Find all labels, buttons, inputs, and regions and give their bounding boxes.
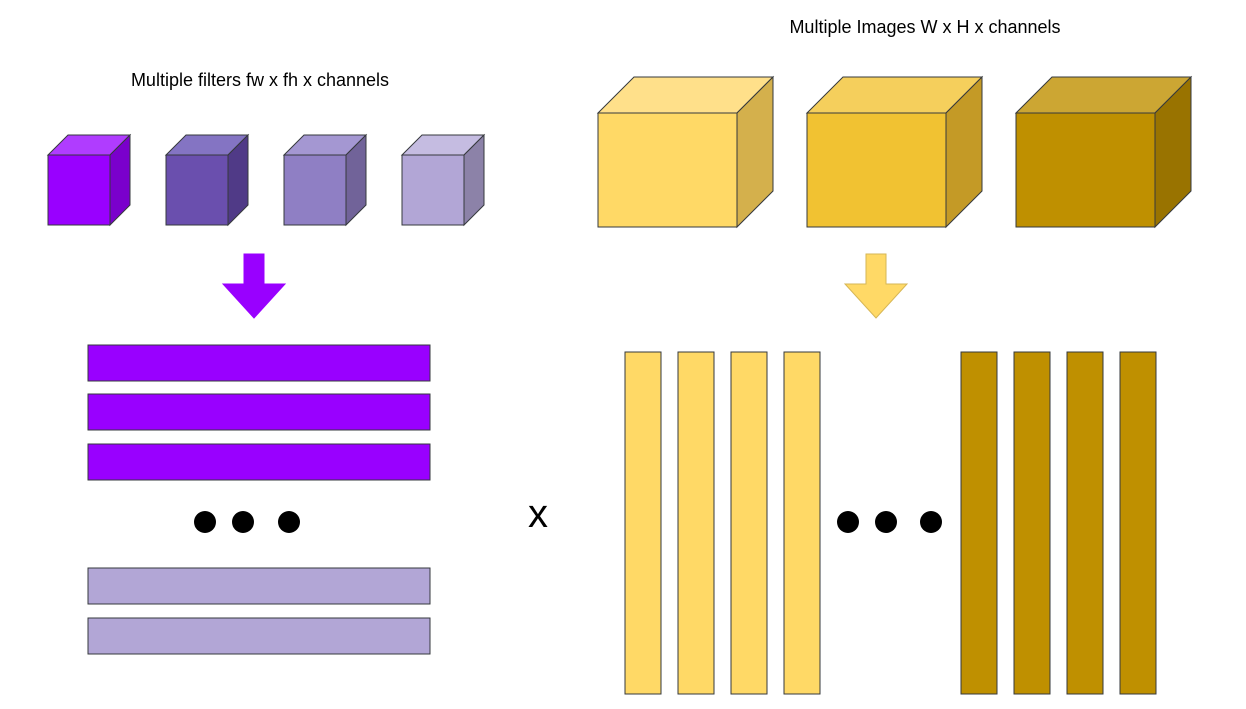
filters-title: Multiple filters fw x fh x channels bbox=[130, 70, 390, 90]
images-title: Multiple Images W x H x channels bbox=[789, 17, 1061, 37]
image-columns-group bbox=[624, 351, 1157, 695]
filter-cube-2-front bbox=[165, 154, 229, 226]
filter-cube-1-front bbox=[47, 154, 111, 226]
image-down-arrow bbox=[843, 253, 909, 319]
image-cube-2-front bbox=[806, 112, 947, 228]
image-cube-2 bbox=[805, 75, 984, 229]
image-column-last-2 bbox=[1013, 351, 1051, 695]
image-cube-3 bbox=[1014, 75, 1193, 229]
image-column-1 bbox=[624, 351, 662, 695]
image-cube-1-front bbox=[597, 112, 738, 228]
ellipsis-group bbox=[194, 511, 942, 533]
filter-cube-1 bbox=[46, 133, 132, 227]
image-ellipsis-dot-3 bbox=[920, 511, 942, 533]
filter-cube-3 bbox=[282, 133, 368, 227]
image-column-last-4 bbox=[1119, 351, 1157, 695]
filter-cubes-group bbox=[46, 133, 486, 227]
filter-row-3 bbox=[87, 443, 431, 481]
filter-ellipsis-dot-1 bbox=[194, 511, 216, 533]
image-column-last-3 bbox=[1066, 351, 1104, 695]
image-cubes-group bbox=[596, 75, 1193, 229]
image-column-4 bbox=[783, 351, 821, 695]
image-column-3 bbox=[730, 351, 768, 695]
arrows-group bbox=[221, 253, 909, 319]
image-cube-3-front bbox=[1015, 112, 1156, 228]
filter-rows-group bbox=[87, 344, 431, 655]
filter-down-arrow bbox=[221, 253, 287, 319]
image-column-last-1 bbox=[960, 351, 998, 695]
filter-row-1 bbox=[87, 344, 431, 382]
image-column-2 bbox=[677, 351, 715, 695]
filter-row-last-2 bbox=[87, 617, 431, 655]
image-ellipsis-dot-2 bbox=[875, 511, 897, 533]
filter-row-2 bbox=[87, 393, 431, 431]
filter-cube-2 bbox=[164, 133, 250, 227]
multiply-operator: x bbox=[528, 492, 548, 536]
filter-row-last-1 bbox=[87, 567, 431, 605]
image-ellipsis-dot-1 bbox=[837, 511, 859, 533]
image-cube-1 bbox=[596, 75, 775, 229]
filter-cube-4-front bbox=[401, 154, 465, 226]
filter-ellipsis-dot-2 bbox=[232, 511, 254, 533]
filter-ellipsis-dot-3 bbox=[278, 511, 300, 533]
filter-cube-4 bbox=[400, 133, 486, 227]
filter-cube-3-front bbox=[283, 154, 347, 226]
